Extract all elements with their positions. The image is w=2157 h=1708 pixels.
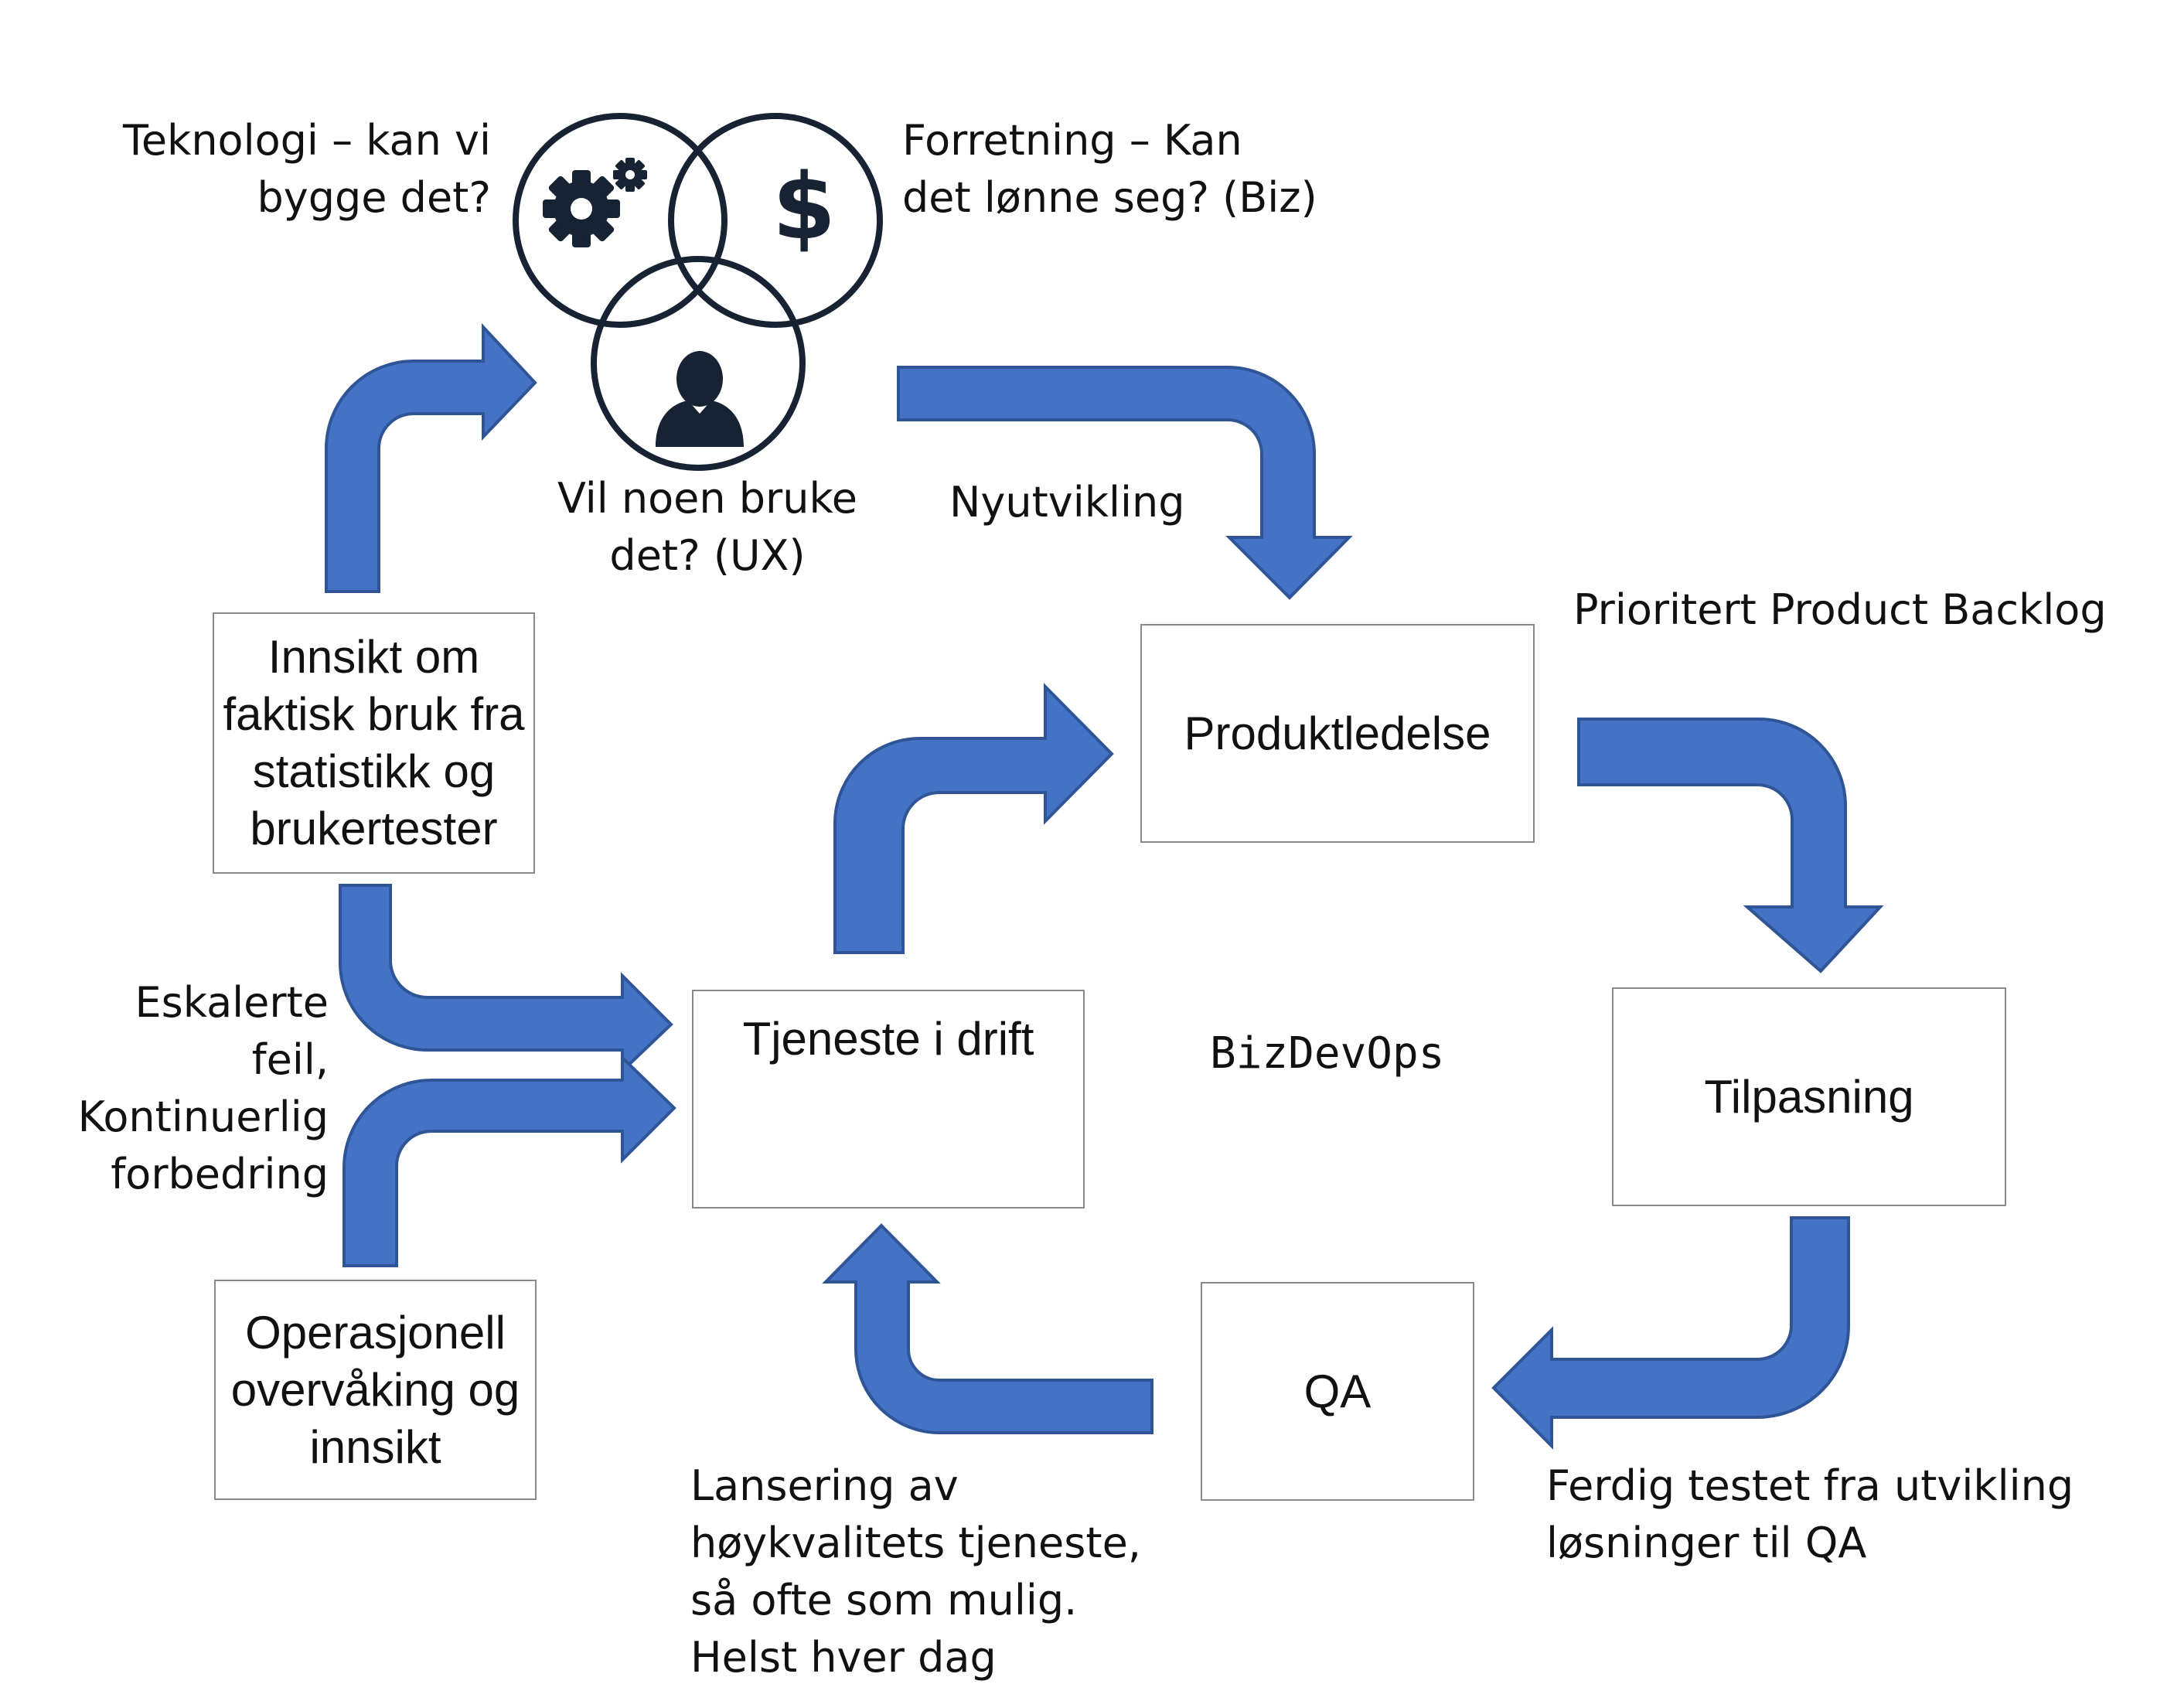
tjeneste-text: Tjeneste i drift (742, 1013, 1034, 1065)
venn-circle-ux (591, 256, 806, 471)
tilpasning-box: Tilpasning (1612, 987, 2006, 1206)
arrow-venn-to-produktledelse (897, 366, 1353, 600)
produktledelse-text: Produktledelse (1184, 707, 1491, 759)
nyutvikling-label: Nyutvikling (949, 478, 1185, 527)
arrow-qa-to-tjeneste (822, 1223, 1153, 1434)
operasjonell-box: Operasjonell overvåking og innsikt (214, 1280, 537, 1500)
tilpasning-text: Tilpasning (1704, 1070, 1914, 1123)
venn-circle-tech (513, 113, 728, 328)
arrow-innsikt-to-venn (325, 322, 537, 593)
biz-label: Forretning – Kan det lønne seg? (Biz) (902, 116, 1317, 222)
arrow-tjeneste-to-produktledelse (833, 683, 1114, 954)
arrow-operasjonell-to-tjeneste (342, 1054, 676, 1267)
arrow-innsikt-to-tjeneste (339, 884, 673, 1075)
venn-circle-biz (668, 113, 883, 328)
gears-icon (543, 158, 647, 247)
lansering-label: Lansering av høykvalitets tjeneste, så o… (690, 1461, 1141, 1682)
produktledelse-box: Produktledelse (1140, 624, 1535, 843)
bizdevops-label: BizDevOps (1210, 1028, 1445, 1079)
tech-label: Teknologi – kan vi bygge det? (123, 116, 491, 222)
tjeneste-box: Tjeneste i drift (692, 990, 1085, 1209)
innsikt-box: Innsikt om faktisk bruk fra statistikk o… (213, 612, 535, 874)
ferdig-label: Ferdig testet fra utvikling løsninger ti… (1546, 1461, 2074, 1567)
operasjonell-text: Operasjonell overvåking og innsikt (230, 1306, 520, 1473)
backlog-label: Prioritert Product Backlog (1573, 585, 2107, 634)
ux-label: Vil noen bruke det? (UX) (557, 474, 858, 580)
arrow-tilpasning-to-qa (1491, 1216, 1850, 1450)
user-icon (656, 351, 744, 447)
qa-box: QA (1201, 1282, 1474, 1501)
arrow-produktledelse-to-tilpasning (1577, 718, 1884, 973)
qa-text: QA (1303, 1365, 1372, 1417)
innsikt-text: Innsikt om faktisk bruk fra statistikk o… (223, 631, 525, 854)
escalated-label: Eskalerte feil, Kontinuerlig forbedring (77, 978, 329, 1198)
dollar-icon: $ (772, 153, 836, 260)
